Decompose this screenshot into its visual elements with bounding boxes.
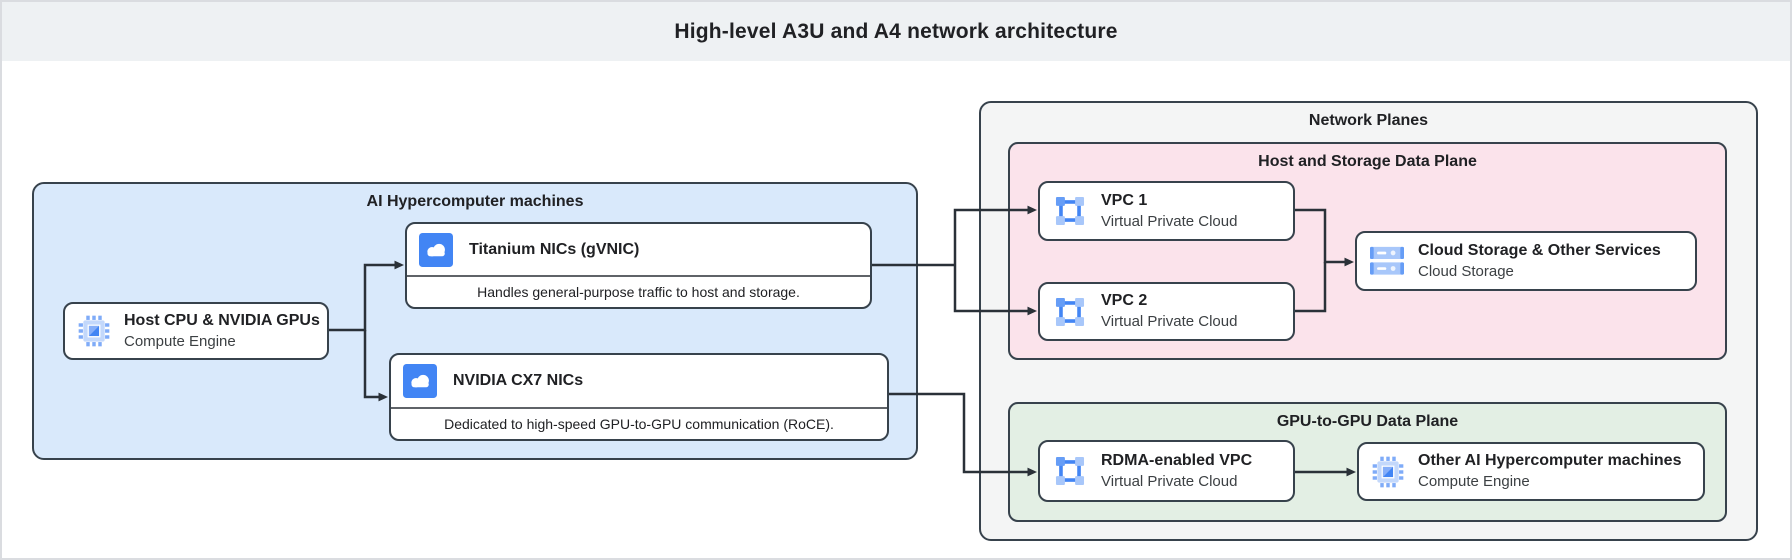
node-vpc-2: VPC 2 Virtual Private Cloud [1038, 282, 1295, 341]
node-title: VPC 2 [1101, 292, 1148, 310]
node-titanium-nics: Titanium NICs (gVNIC) Handles general-pu… [405, 222, 872, 309]
cloud-nic-icon [419, 232, 453, 267]
node-title: Host CPU & NVIDIA GPUs [124, 311, 320, 329]
node-rdma-enabled-vpc: RDMA-enabled VPC Virtual Private Cloud [1038, 440, 1295, 502]
node-title: RDMA-enabled VPC [1101, 451, 1253, 469]
vpc-icon [1054, 195, 1086, 227]
node-subtitle: Virtual Private Cloud [1101, 472, 1238, 490]
cloud-nic-icon [403, 364, 437, 398]
node-description: Handles general-purpose traffic to host … [477, 284, 800, 300]
divider [391, 407, 887, 409]
node-subtitle: Virtual Private Cloud [1101, 313, 1238, 331]
vpc-icon [1054, 455, 1086, 487]
panel-label-host-storage-plane: Host and Storage Data Plane [1258, 153, 1477, 170]
panel-label-network-planes: Network Planes [1308, 112, 1429, 129]
node-title: NVIDIA CX7 NICs [453, 372, 584, 389]
cloud-storage-icon [1370, 246, 1404, 275]
node-title: Titanium NICs (gVNIC) [469, 240, 640, 258]
node-host-cpu-nvidia-gpus: Host CPU & NVIDIA GPUs Compute Engine [63, 302, 329, 360]
node-subtitle: Compute Engine [1418, 473, 1530, 491]
node-title: VPC 1 [1101, 191, 1148, 209]
node-subtitle: Compute Engine [124, 332, 236, 350]
node-vpc-1: VPC 1 Virtual Private Cloud [1038, 181, 1295, 241]
compute-engine-chip-icon [1372, 456, 1404, 487]
node-title: Other AI Hypercomputer machines [1418, 452, 1682, 470]
title-bar: High-level A3U and A4 network architectu… [2, 2, 1790, 61]
vpc-icon [1054, 295, 1086, 328]
divider [407, 275, 870, 277]
node-title: Cloud Storage & Other Services [1418, 241, 1661, 259]
node-nvidia-cx7-nics: NVIDIA CX7 NICs Dedicated to high-speed … [389, 353, 889, 441]
node-subtitle: Cloud Storage [1418, 262, 1514, 280]
panel-label-ai-machines: AI Hypercomputer machines [366, 193, 584, 210]
node-subtitle: Virtual Private Cloud [1101, 212, 1238, 230]
node-other-ai-hypercomputer-machines: Other AI Hypercomputer machines Compute … [1357, 442, 1705, 501]
page-title: High-level A3U and A4 network architectu… [674, 19, 1118, 43]
compute-engine-chip-icon [78, 315, 110, 347]
node-cloud-storage-other-services: Cloud Storage & Other Services Cloud Sto… [1355, 231, 1697, 291]
panel-label-gpu-plane: GPU-to-GPU Data Plane [1276, 413, 1459, 430]
node-description: Dedicated to high-speed GPU-to-GPU commu… [444, 416, 834, 432]
